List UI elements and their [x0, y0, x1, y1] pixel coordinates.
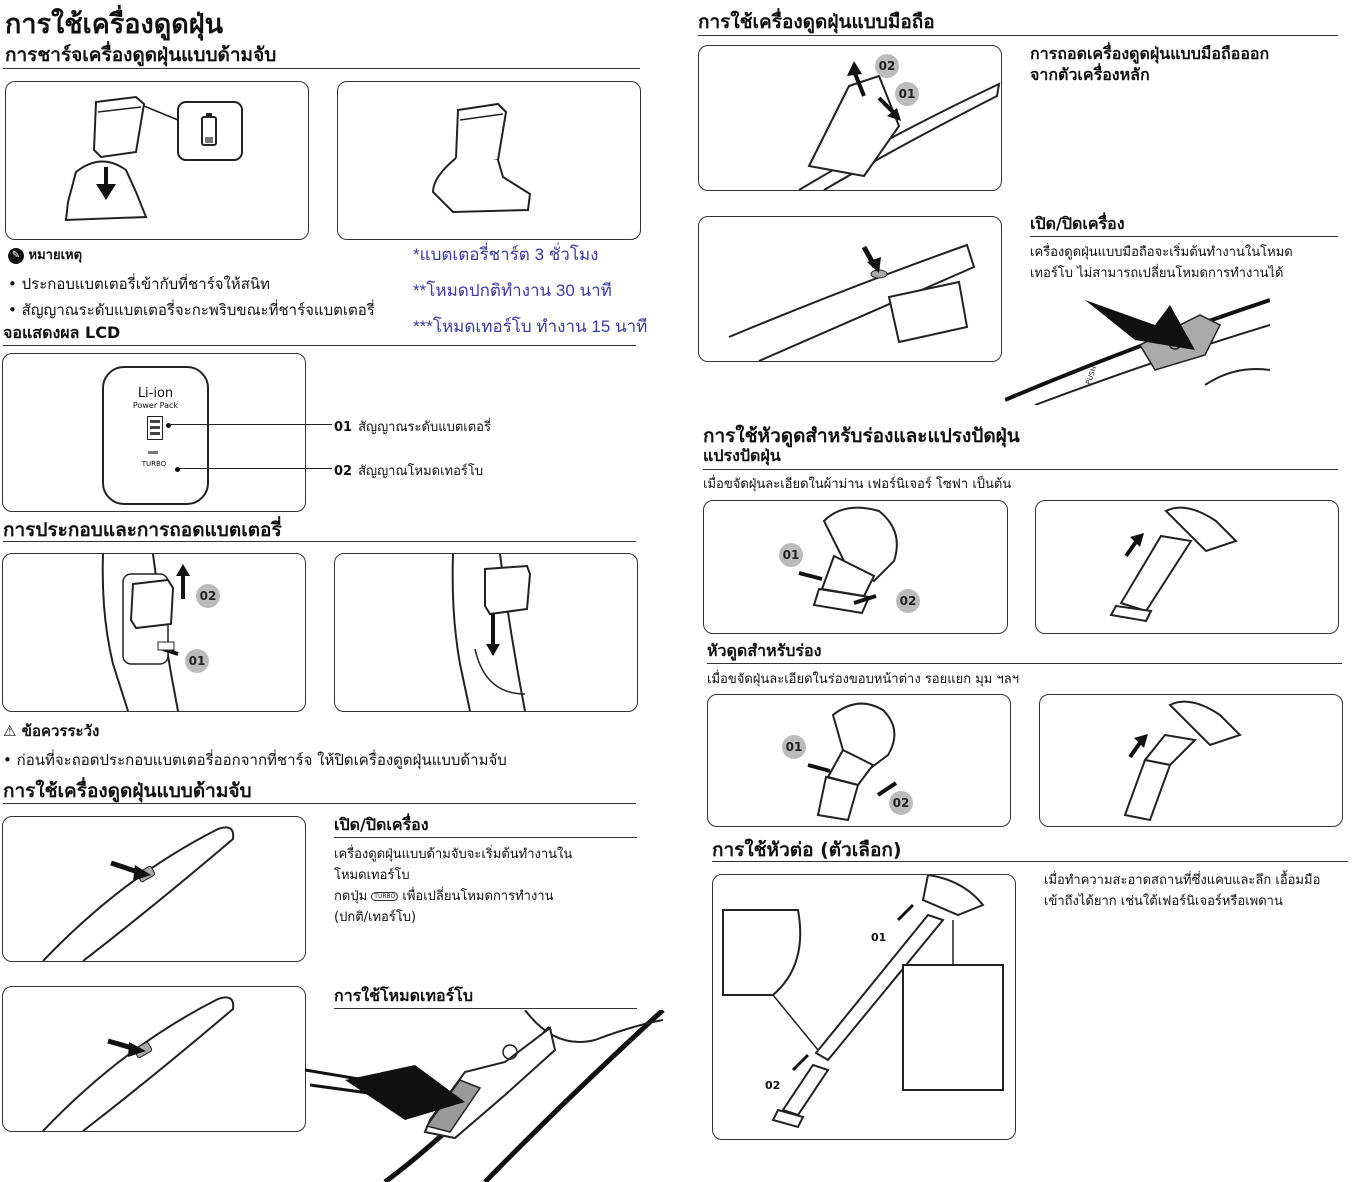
callout-dot [175, 467, 180, 472]
caution-item: • ก่อนที่จะถอดประกอบแบตเตอรี่ออกจากที่ชา… [3, 751, 507, 769]
use-stick-section-title: การใช้เครื่องดูดฝุ่นแบบด้ามจับ [3, 780, 252, 802]
handheld-detach-illustration: 02 01 [698, 45, 1002, 191]
main-title: การใช้เครื่องดูดฝุ่น [5, 9, 224, 40]
battery-remove-drawing [101, 554, 190, 711]
extension-section-title: การใช้หัวต่อ (ตัวเลือก) [712, 839, 902, 861]
divider [698, 35, 1338, 36]
battery-level-icon [147, 416, 163, 440]
extension-tube-drawing [722, 875, 1004, 1129]
handheld-power-drawing [728, 243, 976, 361]
battery-docked-drawing [431, 102, 532, 214]
charging-battery-illustration [5, 81, 309, 240]
tools-section-title: การใช้หัวดูดสำหรับร่องและแปรงปัดฝุ่น [703, 425, 1020, 447]
handheld-detach-drawing [798, 61, 1001, 190]
divider [334, 837, 637, 838]
battery-docked-illustration [337, 81, 641, 240]
lcd-panel-frame: Li-ion Power Pack TURBO [102, 366, 209, 505]
stick-turbo-drawing [42, 996, 235, 1131]
turbo-led [148, 451, 158, 454]
callout-dot [166, 423, 171, 428]
crevice-title: หัวดูดสำหรับร่อง [707, 641, 822, 660]
handheld-power-illustration [698, 216, 1002, 362]
callout-line [168, 424, 332, 425]
caution-heading: ⚠ ข้อควรระวัง [3, 722, 100, 740]
lcd-section-title: จอแสดงผล LCD [3, 323, 121, 342]
divider [334, 1008, 637, 1009]
handheld-power-button-closeup: PUSH [1005, 298, 1270, 405]
step-number: 02 [875, 54, 899, 78]
brush-mounted-drawing [1109, 506, 1238, 623]
handheld-onoff-title: เปิด/ปิดเครื่อง [1030, 214, 1125, 233]
divider [703, 469, 1338, 470]
detach-title: การถอดเครื่องดูดฝุ่นแบบมือถือออก จากตัวเ… [1030, 44, 1270, 84]
charge-section-title: การชาร์จเครื่องดูดฝุ่นแบบด้ามจับ [5, 44, 277, 66]
divider [712, 861, 1348, 862]
step-number: 02 [889, 791, 913, 815]
brush-description: เมื่อขจัดฝุ่นละเอียดในผ้าม่าน เฟอร์นิเจอ… [703, 477, 1012, 492]
extension-tube-illustration: 01 02 [712, 874, 1016, 1140]
callout-line [177, 468, 332, 469]
turbo-button-icon: TURBO [371, 892, 399, 901]
handheld-onoff-description: เครื่องดูดฝุ่นแบบมือถือจะเริ่มต้นทำงานใน… [1030, 245, 1293, 281]
lcd-brand-sub: Power Pack [132, 401, 179, 410]
note-heading: ✎ หมายเหตุ [8, 244, 82, 265]
divider [707, 663, 1342, 664]
battery-remove-illustration: 02 01 [2, 553, 306, 712]
turbo-mode-time-note: ***โหมดเทอร์โบ ทำงาน 15 นาที [413, 317, 648, 336]
extension-description: เมื่อทำความสะอาดสถานที่ซึ่งแคบและลึก เอื… [1044, 873, 1321, 909]
step-number: 02 [196, 584, 220, 608]
brush-mounted-illustration [1035, 500, 1339, 634]
battery-section-title: การประกอบและการถอดแบตเตอรี่ [3, 519, 282, 541]
divider [3, 68, 640, 69]
step-number: 02 [896, 589, 920, 613]
divider [3, 345, 636, 346]
crevice-attach-drawing [807, 702, 898, 822]
crevice-attach-illustration: 01 02 [707, 694, 1011, 827]
crevice-mounted-drawing [1123, 700, 1242, 822]
divider [3, 541, 636, 542]
brush-title: แปรงปัดฝุ่น [703, 446, 781, 465]
note-icon: ✎ [8, 247, 24, 264]
step-number: 01 [782, 735, 806, 759]
step-number: 01 [895, 82, 919, 106]
divider [3, 803, 636, 804]
stick-power-illustration [2, 816, 306, 962]
normal-mode-time-note: **โหมดปกติทำงาน 30 นาที [413, 281, 612, 300]
step-number: 01 [779, 543, 803, 567]
lcd-brand: Li-ion [137, 386, 174, 401]
stick-turbo-illustration [2, 986, 306, 1132]
stick-onoff-title: เปิด/ปิดเครื่อง [334, 815, 429, 834]
battery-charge-time-note: *แบตเตอรี่ชาร์ต 3 ชั่วโมง [413, 245, 599, 264]
step-number: 01 [871, 931, 887, 944]
note-item: • ประกอบแบตเตอรี่เข้ากับที่ชาร์จให้สนิท [8, 275, 270, 293]
charger-battery-drawing [64, 95, 243, 222]
brush-attach-illustration: 01 02 [703, 500, 1008, 634]
battery-insert-drawing [451, 554, 532, 711]
step-number: 01 [185, 649, 209, 673]
divider [1030, 236, 1338, 237]
brush-attach-drawing [798, 506, 898, 615]
lcd-panel-illustration: Li-ion Power Pack TURBO [2, 353, 306, 512]
stick-onoff-description: เครื่องดูดฝุ่นแบบด้ามจับจะเริ่มต้นทำงานใ… [334, 847, 573, 925]
step-number: 02 [765, 1079, 781, 1092]
turbo-button-closeup [305, 1010, 665, 1182]
warning-icon: ⚠ [3, 722, 17, 740]
stick-handle-drawing [42, 826, 235, 961]
crevice-description: เมื่อขจัดฝุ่นละเอียดในร่องขอบหน้าต่าง รอ… [707, 672, 1020, 687]
handheld-section-title: การใช้เครื่องดูดฝุ่นแบบมือถือ [698, 11, 935, 33]
turbo-mode-title: การใช้โหมดเทอร์โบ [334, 986, 473, 1005]
turbo-icon: TURBO [141, 460, 167, 468]
note-item: • สัญญาณระดับแบตเตอรี่จะกะพริบขณะที่ชาร์… [8, 301, 375, 319]
battery-insert-illustration [334, 553, 638, 712]
crevice-mounted-illustration [1039, 694, 1343, 827]
